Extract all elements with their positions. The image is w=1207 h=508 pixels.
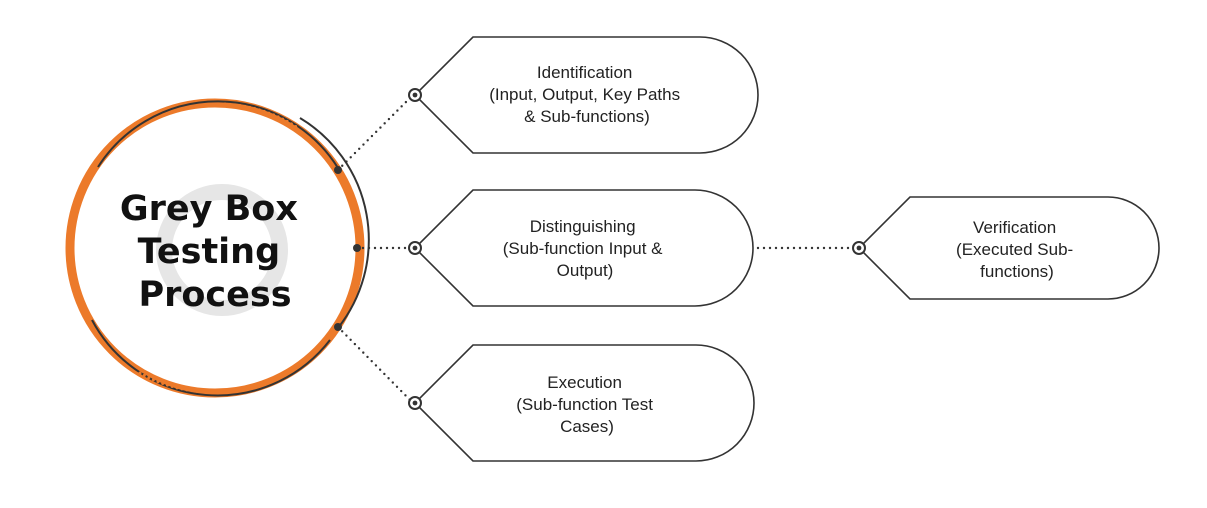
step-label: Distinguishing (Sub-function Input & Out… [503,217,667,280]
step-shape [413,189,754,307]
center-title-line: Grey Box [120,189,298,229]
step-shape [413,36,759,154]
step-port-inner [856,245,862,251]
step-execution: Execution (Sub-function Test Cases) [408,344,755,462]
center-inner-arc-bottom [91,319,331,397]
step-identification: Identification (Input, Output, Key Paths… [408,36,759,154]
step-port-inner [412,92,418,98]
step-label: Verification (Executed Sub- functions) [956,218,1078,281]
step-label-line: Output) [557,261,614,280]
step-label-line: & Sub-functions) [524,107,650,126]
step-verification: Verification (Executed Sub- functions) [852,196,1160,300]
connectors [336,93,860,405]
step-shape [857,196,1160,300]
center-dotted-accent-top [223,102,300,130]
center-inner-arc-top [97,100,339,169]
step-label-line: (Executed Sub- [956,240,1073,259]
step-label-line: Cases) [560,417,614,436]
center-title: Grey Box Testing Process [120,189,310,315]
step-label: Execution (Sub-function Test Cases) [516,373,657,436]
step-label-line: (Sub-function Input & [503,239,663,258]
center-fill [77,110,353,386]
step-label-line: Verification [973,218,1056,237]
center-hub: Grey Box Testing Process [65,98,370,398]
step-distinguishing: Distinguishing (Sub-function Input & Out… [408,189,754,307]
step-label-line: Execution [547,373,622,392]
center-title-line: Process [138,275,291,315]
step-port-inner [412,400,418,406]
connector-to-identification [336,93,415,172]
step-label-line: Distinguishing [530,217,636,236]
step-label-line: (Input, Output, Key Paths [489,85,680,104]
step-shape [413,344,755,462]
center-title-line: Testing [138,232,281,272]
connector-to-execution [336,325,415,405]
step-port-inner [412,245,418,251]
center-inner-arc-right [299,117,370,329]
step-label: Identification (Input, Output, Key Paths… [489,63,685,126]
center-dotted-accent-bottom [138,371,212,394]
step-label-line: (Sub-function Test [516,395,653,414]
center-watermark-ring [156,184,288,316]
step-label-line: functions) [980,262,1054,281]
step-label-line: Identification [537,63,632,82]
